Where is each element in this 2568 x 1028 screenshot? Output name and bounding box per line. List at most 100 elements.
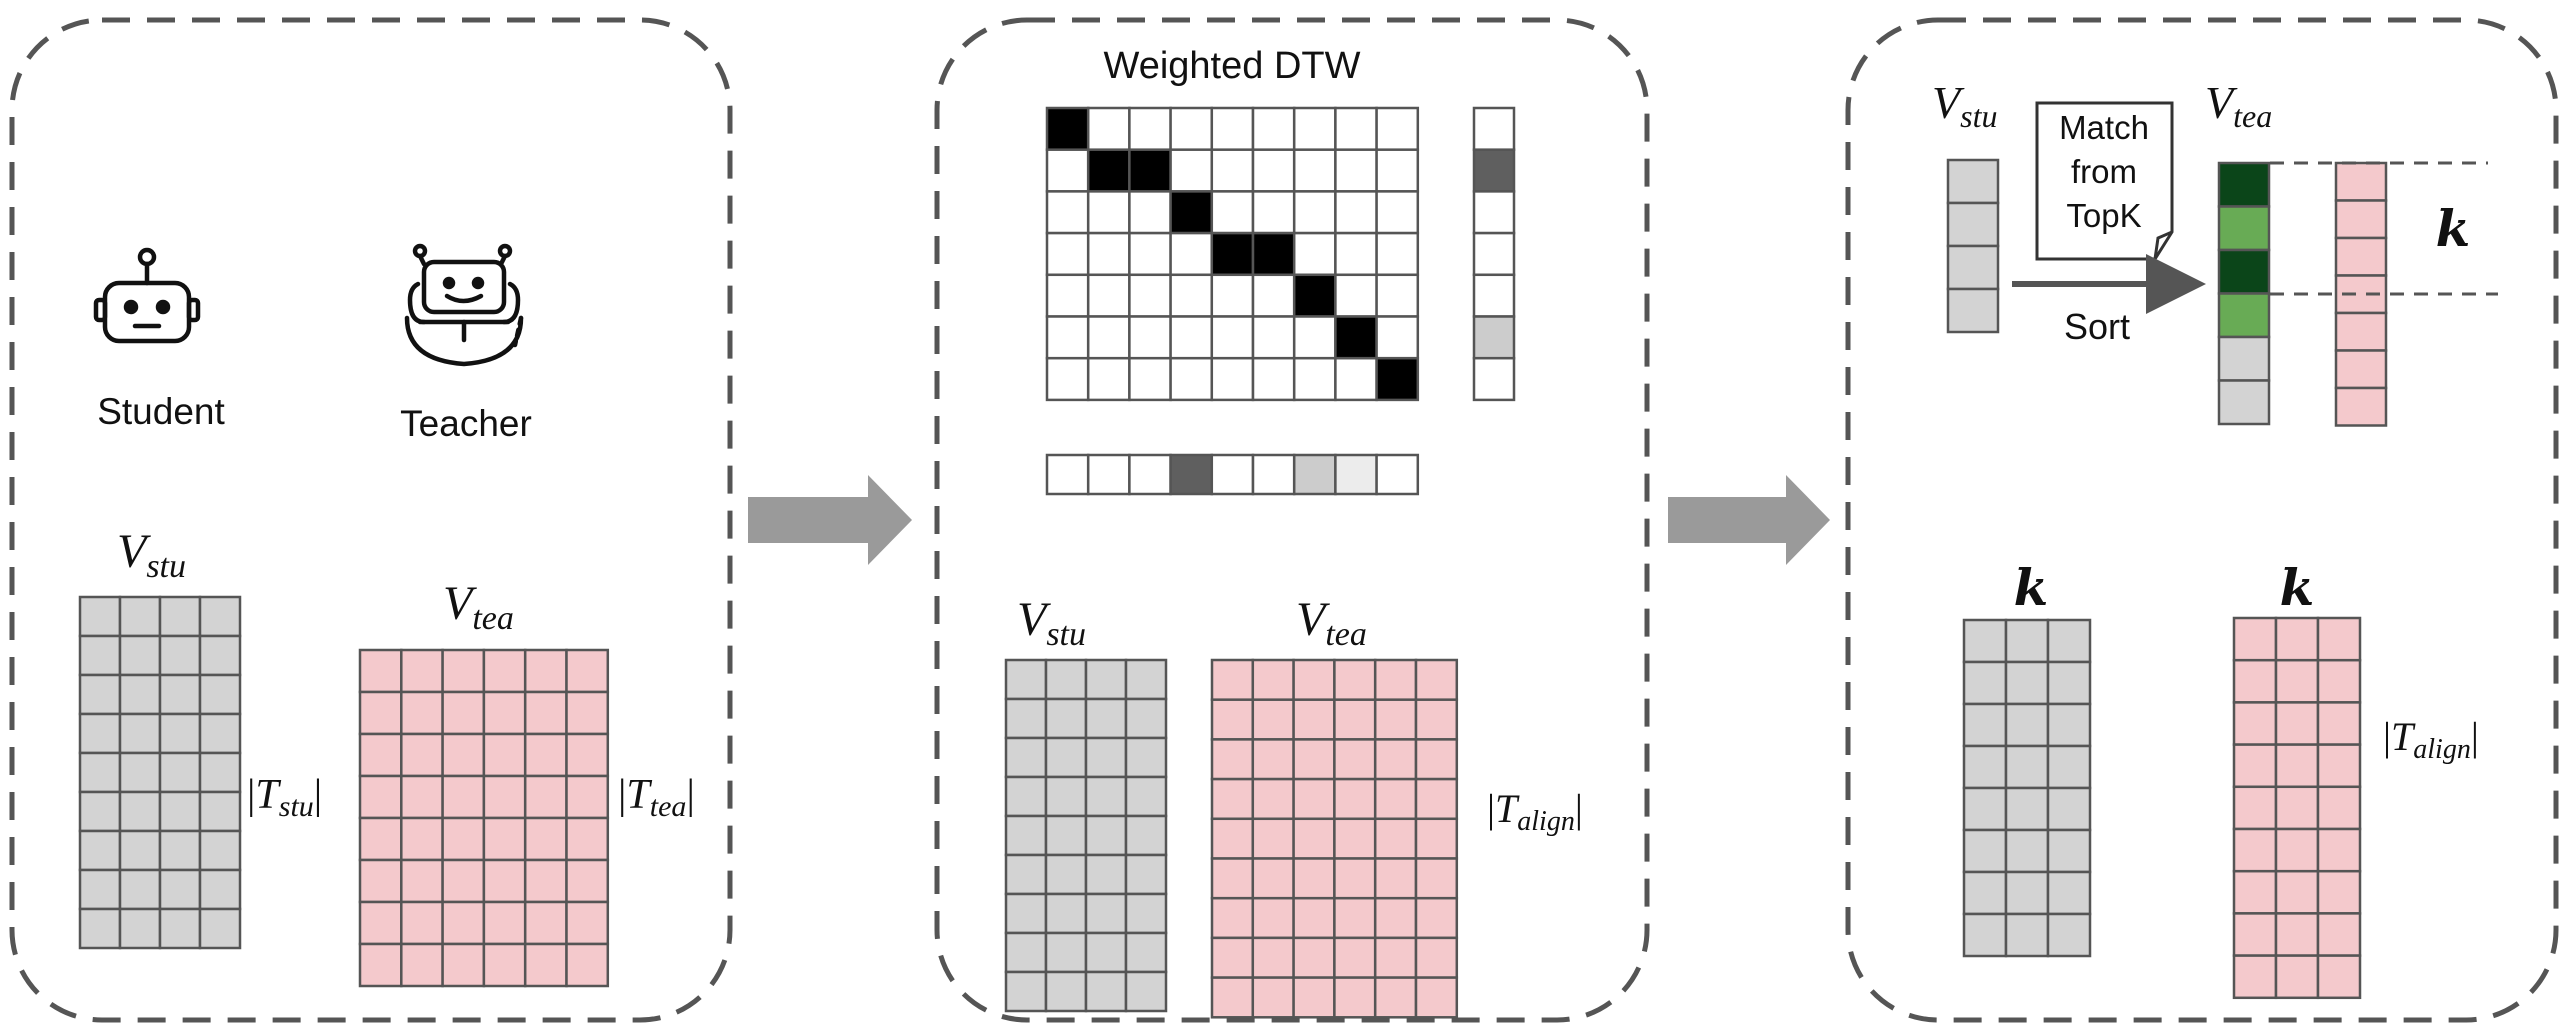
- grid-cell: [1128, 356, 1172, 402]
- grid-cell: [1251, 190, 1296, 235]
- grid-cell: [1124, 814, 1168, 857]
- v-tea-label-p2: Vtea: [1296, 593, 1367, 653]
- grid-cell: [2232, 785, 2278, 831]
- grid-cell: [2232, 954, 2278, 1000]
- grid-cell: [1084, 697, 1128, 740]
- grid-cell: [482, 858, 527, 904]
- grid-cell: [400, 732, 444, 778]
- grid-cell: [2334, 236, 2388, 277]
- grid-cell: [2046, 660, 2092, 706]
- grid-cell: [1373, 738, 1418, 781]
- grid-cell: [2316, 827, 2362, 873]
- grid-cell: [158, 907, 202, 950]
- grid-cell: [1334, 315, 1378, 360]
- grid-cell: [1128, 190, 1172, 235]
- grid-cell: [358, 900, 403, 946]
- grid-cell: [565, 774, 610, 820]
- grid-cell: [1124, 892, 1168, 935]
- grid-cell: [198, 595, 242, 638]
- grid-cell: [1124, 658, 1168, 701]
- grid-cell: [1373, 896, 1418, 940]
- grid-cell: [2004, 912, 2050, 958]
- grid-cell: [158, 751, 202, 794]
- k-label-right: k: [2280, 558, 2315, 617]
- grid-cell: [1251, 896, 1295, 940]
- grid-cell: [482, 690, 527, 736]
- grid-cell: [1292, 190, 1337, 235]
- grid-cell: [1334, 273, 1378, 318]
- grid-cell: [2334, 349, 2388, 390]
- grid-cell: [1333, 658, 1377, 701]
- grid-cell: [1334, 231, 1378, 277]
- grid-cell: [441, 774, 486, 820]
- grid-cell: [441, 816, 486, 862]
- k-label-topk: k: [2436, 199, 2471, 258]
- grid-cell: [358, 858, 403, 904]
- grid-cell: [1045, 315, 1090, 360]
- grid-cell: [118, 790, 162, 833]
- grid-cell: [1333, 817, 1377, 860]
- grid-cell: [1414, 976, 1459, 1019]
- grid-cell: [2334, 311, 2388, 352]
- t-stu-length-label: |Tstu|: [247, 772, 322, 823]
- grid-cell: [2004, 870, 2050, 916]
- grid-cell: [358, 942, 403, 988]
- grid-cell: [1472, 231, 1516, 277]
- grid-cell: [2232, 869, 2278, 915]
- grid-cell: [1210, 738, 1255, 781]
- grid-cell: [1045, 231, 1090, 277]
- grid-cell: [2274, 785, 2320, 831]
- grid-cell: [2274, 658, 2320, 704]
- grid-cell: [565, 858, 610, 904]
- grid-cell: [1292, 896, 1336, 940]
- grid-cell: [2217, 292, 2271, 339]
- grid-cell: [198, 634, 242, 677]
- grid-cell: [2232, 701, 2278, 746]
- grid-cell: [1292, 356, 1337, 402]
- grid-cell: [1251, 976, 1295, 1019]
- grid-cell: [118, 829, 162, 872]
- grid-cell: [1251, 658, 1295, 701]
- grid-cell: [1124, 775, 1168, 818]
- grid-cell: [1962, 702, 2008, 748]
- grid-cell: [1962, 660, 2008, 706]
- grid-cell: [1086, 315, 1131, 360]
- grid-cell: [1086, 148, 1131, 193]
- grid-cell: [2334, 386, 2388, 427]
- grid-cell: [1084, 853, 1128, 896]
- grid-cell: [1373, 976, 1418, 1019]
- grid-cell: [1044, 658, 1088, 701]
- grid-cell: [1414, 738, 1459, 781]
- grid-cell: [523, 648, 568, 694]
- aligned-student-matrix: [1004, 658, 1168, 1013]
- grid-cell: [1210, 273, 1255, 318]
- grid-cell: [1084, 658, 1128, 701]
- grid-cell: [358, 648, 403, 694]
- grid-cell: [1210, 106, 1255, 151]
- grid-cell: [2046, 744, 2092, 790]
- grid-cell: [482, 816, 527, 862]
- grid-cell: [441, 942, 486, 988]
- grid-cell: [1292, 777, 1336, 821]
- grid-cell: [565, 816, 610, 862]
- flow-arrow-2: [1668, 475, 1830, 565]
- grid-cell: [158, 829, 202, 872]
- grid-cell: [1210, 658, 1255, 701]
- grid-cell: [1946, 244, 2000, 291]
- grid-cell: [2316, 954, 2362, 1000]
- grid-cell: [1169, 148, 1214, 193]
- grid-cell: [1414, 658, 1459, 701]
- note-line-3: TopK: [2066, 197, 2141, 234]
- grid-cell: [1414, 777, 1459, 821]
- grid-cell: [1044, 853, 1088, 896]
- grid-cell: [2232, 658, 2278, 704]
- grid-cell: [1373, 698, 1418, 741]
- grid-cell: [565, 942, 610, 988]
- grid-cell: [1169, 315, 1214, 360]
- grid-cell: [400, 690, 444, 736]
- selected-student-matrix: [1962, 618, 2092, 958]
- grid-cell: [2316, 658, 2362, 704]
- v-stu-label-p1: Vstu: [117, 525, 186, 585]
- grid-cell: [1004, 697, 1048, 740]
